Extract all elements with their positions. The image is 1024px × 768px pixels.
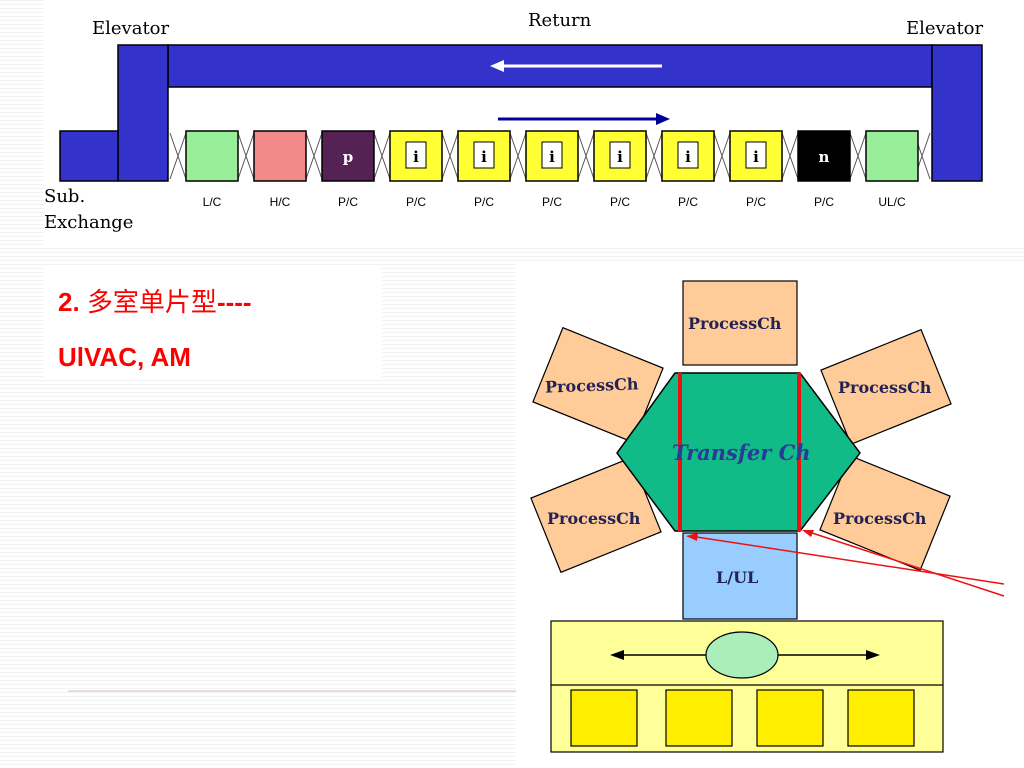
chamber-caption: P/C — [678, 195, 698, 209]
chamber-4: iP/C — [389, 130, 443, 209]
chamber-7: iP/C — [593, 130, 647, 209]
chamber-caption: L/C — [203, 195, 222, 209]
chamber-6: iP/C — [525, 130, 579, 209]
process-chamber-lower-right — [819, 454, 951, 572]
elevator-left — [117, 44, 169, 182]
heading-title: 多室单片型 — [86, 288, 217, 318]
chamber-1: L/C — [185, 130, 239, 209]
chamber-caption: UL/C — [878, 195, 906, 209]
chamber-10: nP/C — [797, 130, 851, 209]
pointer-head-1 — [686, 533, 698, 541]
elevator-left-label: Elevator — [92, 18, 170, 39]
chamber-caption: P/C — [610, 195, 630, 209]
transfer-label: Transfer Ch — [672, 440, 811, 465]
chamber-2: H/C — [253, 130, 307, 209]
return-arrow-head — [490, 60, 504, 72]
substrate-exchange — [59, 130, 119, 182]
heading-vendors: UlVAC, AM — [58, 342, 191, 372]
chamber-11: UL/C — [865, 130, 919, 209]
pointer-line-2 — [805, 530, 1005, 597]
chamber-caption: P/C — [814, 195, 834, 209]
cassette-slot-3 — [756, 689, 824, 747]
elevator-right-label: Elevator — [906, 18, 984, 39]
chamber-symbol-box — [609, 141, 631, 169]
chamber-9: iP/C — [729, 130, 783, 209]
process-chamber-upper-right — [820, 328, 952, 446]
process-label-lower-left: ProcessCh — [547, 509, 641, 528]
chamber-symbol: i — [685, 148, 691, 166]
chamber-symbol-box — [473, 141, 495, 169]
pointer-head-2 — [802, 530, 814, 537]
chamber-3: pP/C — [321, 130, 375, 209]
chamber-caption: P/C — [746, 195, 766, 209]
chamber-box — [185, 130, 239, 182]
slide-divider — [68, 690, 516, 692]
elevator-right — [931, 44, 983, 182]
load-unload-chamber — [682, 532, 798, 620]
chamber-symbol-box — [337, 141, 359, 169]
chamber-symbol-box — [677, 141, 699, 169]
chamber-symbol-box — [541, 141, 563, 169]
chamber-box — [865, 130, 919, 182]
process-label-lower-right: ProcessCh — [833, 509, 927, 528]
process-label-upper-right: ProcessCh — [838, 378, 932, 397]
stage-arrow-left-head — [610, 650, 624, 660]
chamber-box — [253, 130, 307, 182]
cassette-slot-2 — [665, 689, 733, 747]
chamber-8: iP/C — [661, 130, 715, 209]
chamber-symbol: i — [481, 148, 487, 166]
sub-exchange-label-line2: Exchange — [44, 212, 134, 233]
process-chamber-lower-left — [530, 456, 662, 574]
chamber-symbol: i — [753, 148, 759, 166]
process-label-top: ProcessCh — [688, 314, 782, 333]
cassette-slot-1 — [570, 689, 638, 747]
chamber-symbol-box — [745, 141, 767, 169]
robot-icon — [705, 631, 779, 679]
chamber-symbol-box — [405, 141, 427, 169]
chamber-symbol: i — [413, 148, 419, 166]
load-unload-label: L/UL — [716, 568, 759, 587]
chamber-caption: P/C — [474, 195, 494, 209]
gate-valves — [169, 132, 931, 180]
chamber-caption: P/C — [406, 195, 426, 209]
process-chamber-upper-left — [532, 326, 664, 444]
pointer-line-1 — [689, 535, 1005, 585]
chamber-symbol: p — [343, 148, 354, 166]
stage-arrow-right-head — [866, 650, 880, 660]
chamber-5: iP/C — [457, 130, 511, 209]
cassette-slot-4 — [847, 689, 915, 747]
sub-exchange-label-line1: Sub. — [44, 186, 86, 207]
heading-dashes: ---- — [216, 287, 252, 317]
forward-arrow-head — [656, 113, 670, 125]
heading-prefix: 2. — [58, 287, 80, 317]
chamber-caption: P/C — [338, 195, 358, 209]
chamber-symbol: i — [617, 148, 623, 166]
chamber-caption: P/C — [542, 195, 562, 209]
chamber-symbol-box — [813, 141, 835, 169]
heading-panel — [44, 268, 382, 380]
return-label: Return — [528, 10, 592, 31]
section-heading: 2. 多室单片型---- — [58, 282, 252, 319]
process-chamber-top — [682, 280, 798, 366]
chamber-symbol: n — [819, 148, 830, 166]
chamber-caption: H/C — [270, 195, 291, 209]
inline-diagram-panel — [44, 0, 1024, 246]
process-label-upper-left: ProcessCh — [544, 374, 639, 397]
chamber-symbol: i — [549, 148, 555, 166]
